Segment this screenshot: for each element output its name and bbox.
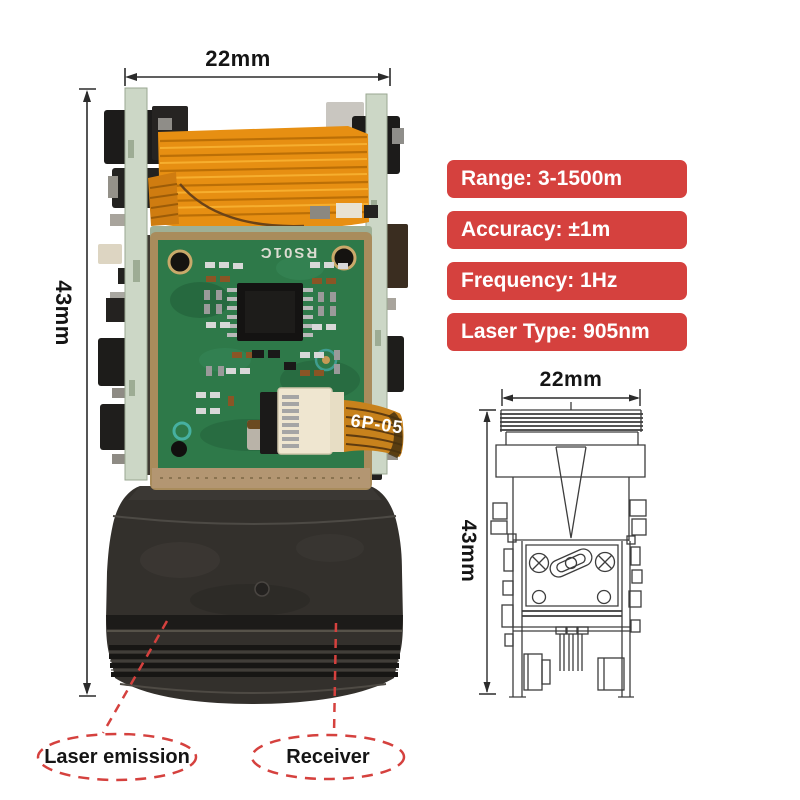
photo-width-label: 22mm <box>205 46 271 71</box>
spec-badge-laser-type: Laser Type: 905nm <box>447 313 687 351</box>
spec-badge-accuracy: Accuracy: ±1m <box>447 211 687 249</box>
receiver-callout: Receiver <box>286 746 370 768</box>
flex-cable <box>344 400 404 458</box>
photo-height-dimension <box>79 88 96 697</box>
flex-ribbon <box>148 126 378 230</box>
drawing-width-label: 22mm <box>539 368 603 391</box>
drawing-height-label: 43mm <box>457 519 480 583</box>
photo-height-label: 43mm <box>51 280 76 346</box>
lens-housing <box>106 486 403 704</box>
pcb-rails <box>124 87 388 481</box>
thread-grooves <box>109 645 400 677</box>
ffc-connector <box>260 387 344 455</box>
technical-drawing <box>490 402 647 698</box>
callout-graphics <box>36 620 406 782</box>
device-photo <box>98 87 408 704</box>
ic-chip <box>227 283 313 341</box>
drawing-width-dimension <box>501 389 641 406</box>
photo-width-dimension <box>124 68 391 86</box>
pcb-silkscreen-marking: RS01C <box>258 244 318 261</box>
drawing-height-dimension <box>479 409 496 695</box>
spec-badge-range: Range: 3-1500m <box>447 160 687 198</box>
spec-badge-frequency: Frequency: 1Hz <box>447 262 687 300</box>
laser-emission-callout: Laser emission <box>44 746 190 768</box>
